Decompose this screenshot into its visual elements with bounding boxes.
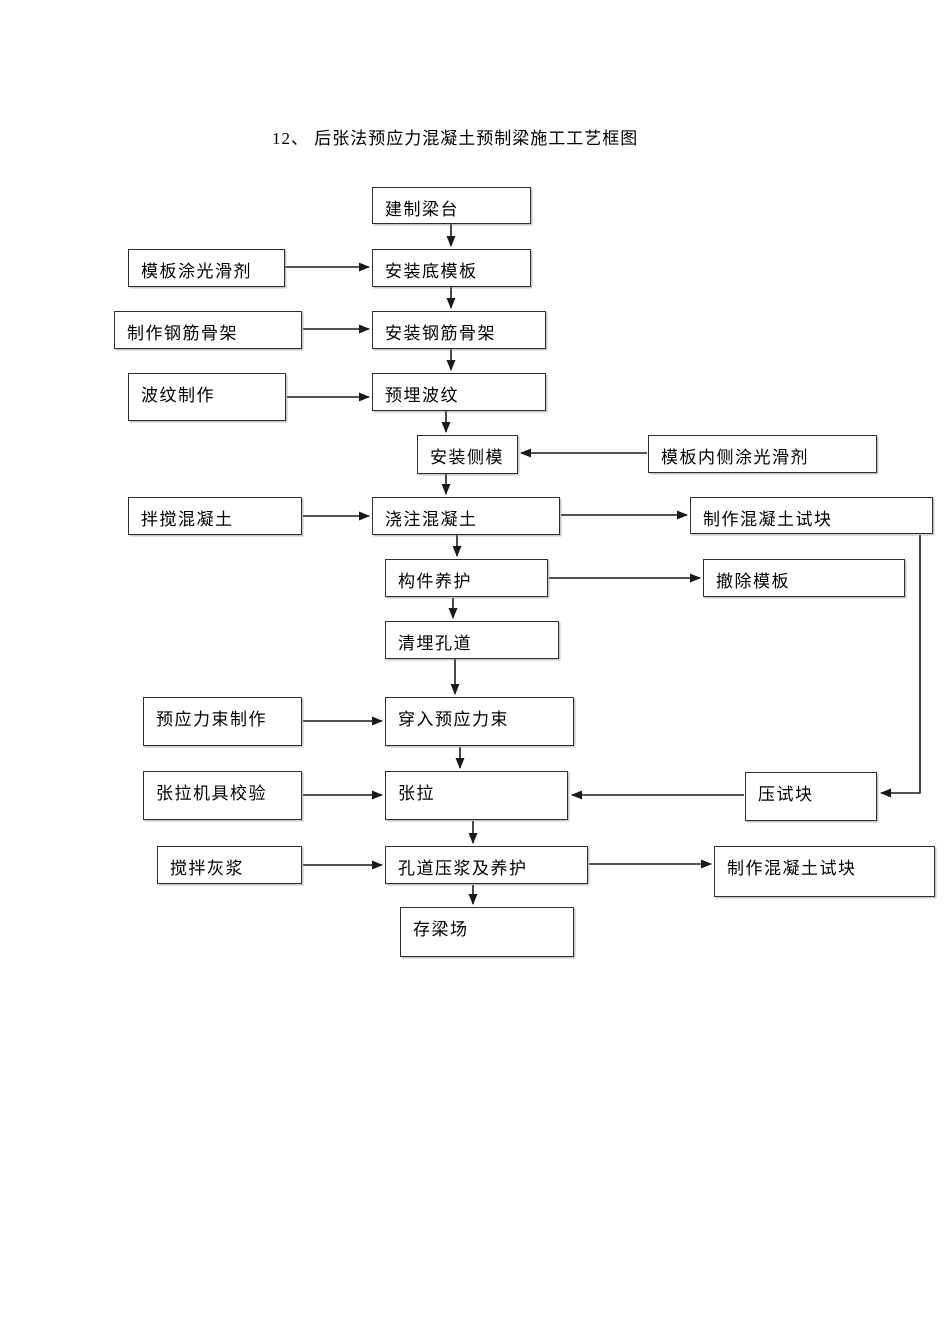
- flow-node-make-corrugated-duct: 波纹制作: [128, 373, 286, 421]
- flow-node-make-concrete-test-block-2: 制作混凝土试块: [714, 846, 935, 897]
- node-label: 模板涂光滑剂: [141, 262, 252, 281]
- node-label: 安装钢筋骨架: [385, 324, 496, 343]
- flow-node-mix-concrete: 拌搅混凝土: [128, 497, 302, 535]
- node-label: 制作钢筋骨架: [127, 324, 238, 343]
- flow-node-make-prestress-tendon: 预应力束制作: [143, 697, 302, 746]
- node-label: 撤除模板: [716, 572, 790, 591]
- flow-node-install-rebar-skeleton: 安装钢筋骨架: [372, 311, 546, 349]
- node-label: 建制梁台: [385, 200, 459, 219]
- flow-node-install-side-formwork: 安装侧模: [417, 435, 518, 474]
- node-label: 搅拌灰浆: [170, 859, 244, 878]
- flow-node-coat-inner-formwork-lubricant: 模板内侧涂光滑剂: [648, 435, 877, 473]
- node-label: 预埋波纹: [385, 386, 459, 405]
- flow-node-pour-concrete: 浇注混凝土: [372, 497, 560, 535]
- node-label: 张拉机具校验: [156, 784, 267, 803]
- node-label: 安装底模板: [385, 262, 478, 281]
- flow-node-build-beam-platform: 建制梁台: [372, 187, 531, 224]
- flow-node-mix-grout: 搅拌灰浆: [157, 846, 302, 884]
- node-label: 孔道压浆及养护: [398, 859, 528, 878]
- node-label: 张拉: [398, 784, 435, 803]
- node-label: 穿入预应力束: [398, 710, 509, 729]
- flow-node-make-rebar-skeleton: 制作钢筋骨架: [114, 311, 302, 349]
- flow-node-tensioning: 张拉: [385, 771, 568, 820]
- flow-node-remove-formwork: 撤除模板: [703, 559, 905, 597]
- node-label: 制作混凝土试块: [703, 510, 833, 529]
- node-label: 构件养护: [398, 572, 472, 591]
- flow-node-cure-component: 构件养护: [385, 559, 548, 597]
- node-label: 波纹制作: [141, 386, 215, 405]
- page-title: 12、 后张法预应力混凝土预制梁施工工艺框图: [272, 129, 639, 148]
- flow-node-clean-duct: 清埋孔道: [385, 621, 559, 659]
- flow-node-install-bottom-formwork: 安装底模板: [372, 249, 531, 287]
- node-label: 预应力束制作: [156, 710, 267, 729]
- node-label: 压试块: [758, 785, 814, 804]
- flow-node-coat-formwork-lubricant: 模板涂光滑剂: [128, 249, 285, 287]
- node-label: 清埋孔道: [398, 634, 472, 653]
- flow-node-press-test-block: 压试块: [745, 772, 877, 821]
- node-label: 浇注混凝土: [385, 510, 478, 529]
- node-label: 模板内侧涂光滑剂: [661, 448, 809, 467]
- flow-node-duct-grouting-curing: 孔道压浆及养护: [385, 846, 588, 884]
- node-label: 制作混凝土试块: [727, 859, 857, 878]
- flow-node-thread-prestress-tendon: 穿入预应力束: [385, 697, 574, 746]
- flow-node-calibrate-tension-equipment: 张拉机具校验: [143, 771, 302, 820]
- node-label: 安装侧模: [430, 448, 504, 467]
- node-label: 存梁场: [413, 920, 469, 939]
- node-label: 拌搅混凝土: [141, 510, 234, 529]
- flow-node-beam-storage-yard: 存梁场: [400, 907, 574, 957]
- flow-node-embed-corrugated-duct: 预埋波纹: [372, 373, 546, 411]
- flow-node-make-concrete-test-block-1: 制作混凝土试块: [690, 497, 933, 534]
